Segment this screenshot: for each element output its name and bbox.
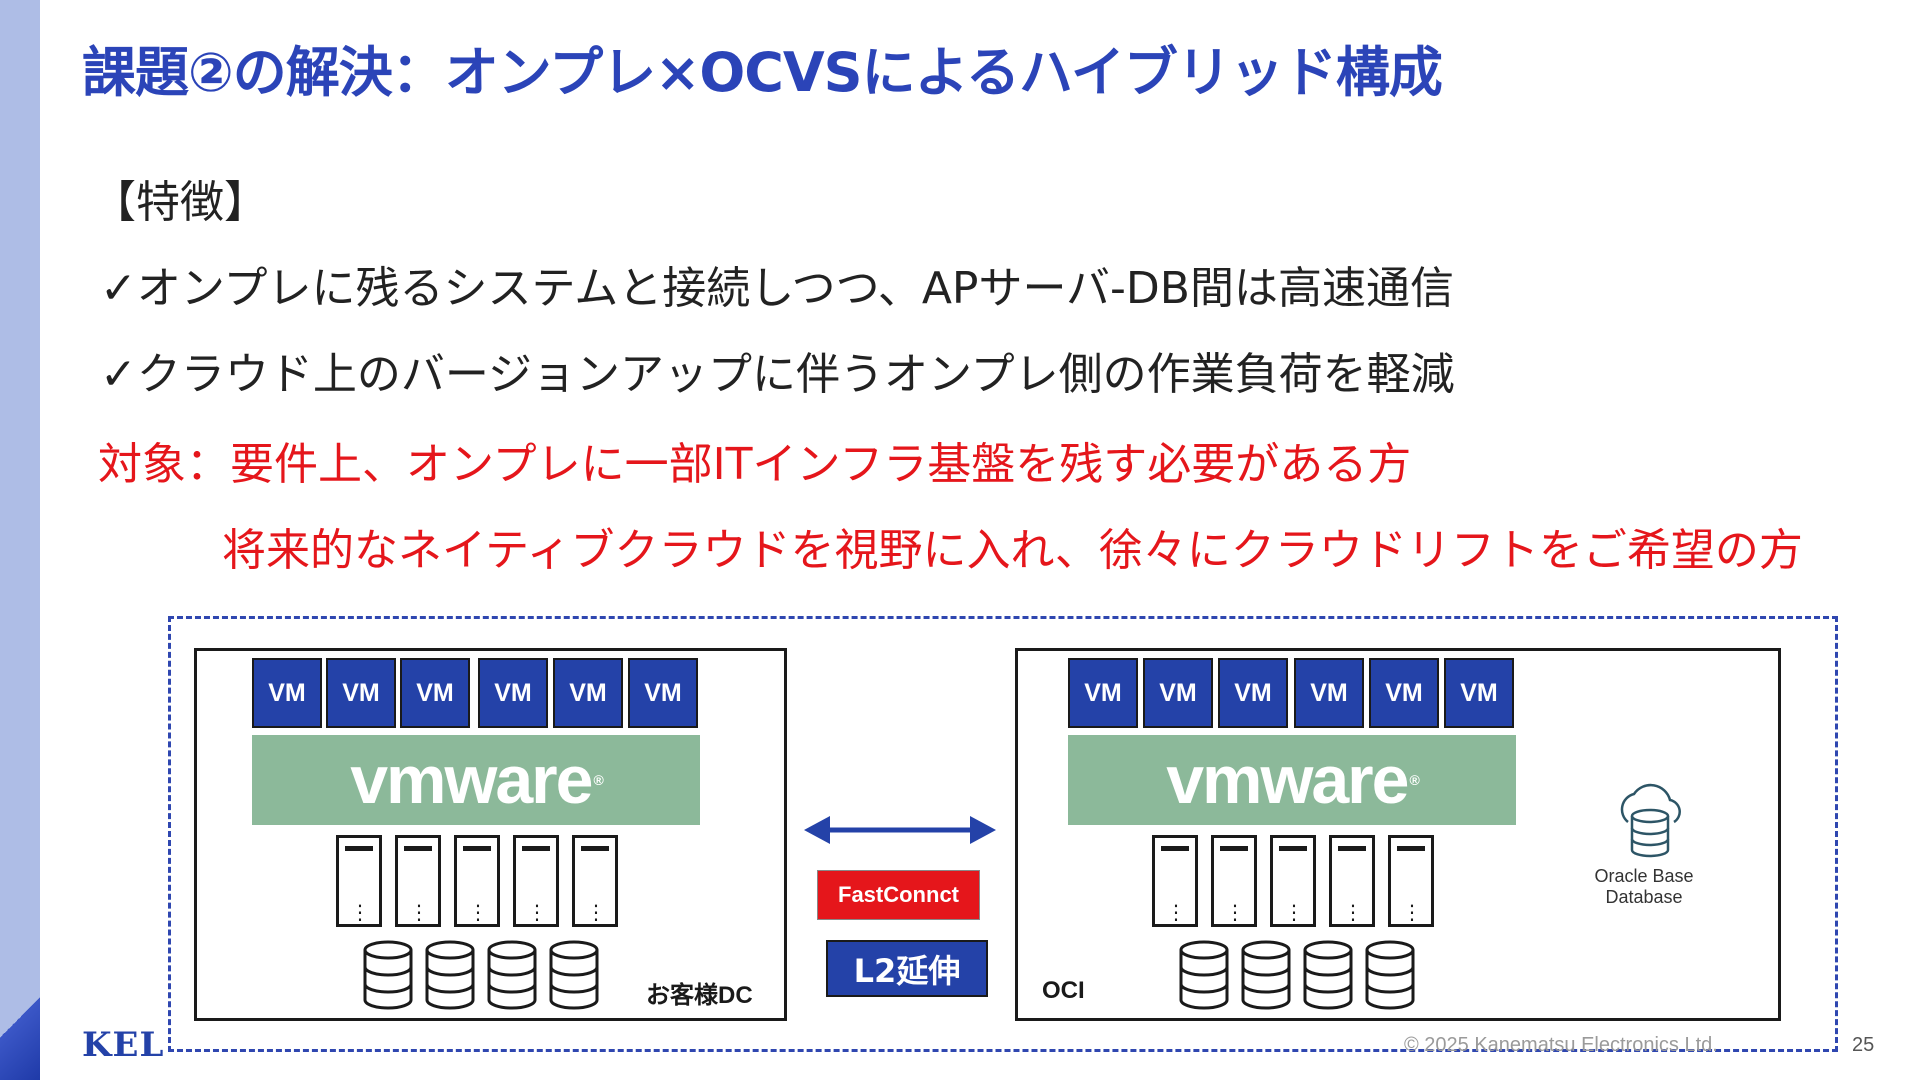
copyright-text: © 2025 Kanematsu Electronics Ltd. bbox=[1404, 1034, 1718, 1056]
left-accent-bar bbox=[0, 0, 40, 1080]
vmware-logo-text: vmware bbox=[1166, 742, 1409, 818]
kel-logo: KEL bbox=[82, 1025, 165, 1065]
storage-icon bbox=[549, 940, 599, 1010]
vm-box: VM bbox=[1218, 658, 1288, 728]
target-line-1: 対象：要件上、オンプレに一部ITインフラ基盤を残す必要がある方 bbox=[98, 439, 1412, 490]
vm-box: VM bbox=[252, 658, 322, 728]
server-icon bbox=[572, 835, 618, 927]
corner-accent bbox=[0, 970, 40, 1080]
trademark-mark: ® bbox=[1409, 772, 1419, 788]
server-icon bbox=[1388, 835, 1434, 927]
vm-box: VM bbox=[1068, 658, 1138, 728]
trademark-mark: ® bbox=[593, 772, 603, 788]
vm-box: VM bbox=[1294, 658, 1364, 728]
onprem-site-label: お客様DC bbox=[646, 982, 753, 1009]
vm-box: VM bbox=[478, 658, 548, 728]
server-icon bbox=[336, 835, 382, 927]
storage-icon bbox=[1179, 940, 1229, 1010]
server-icon bbox=[513, 835, 559, 927]
hybrid-diagram-frame bbox=[168, 616, 1838, 1052]
vm-box: VM bbox=[1369, 658, 1439, 728]
feature-bullet-1: ✓オンプレに残るシステムと接続しつつ、APサーバ-DB間は高速通信 bbox=[100, 263, 1454, 314]
vmware-logo: vmware® bbox=[1068, 735, 1516, 825]
fastconnect-badge: FastConnct bbox=[817, 870, 980, 920]
vmware-logo-text: vmware bbox=[350, 742, 593, 818]
storage-icon bbox=[1303, 940, 1353, 1010]
vm-box: VM bbox=[628, 658, 698, 728]
l2-extension-badge: L2延伸 bbox=[826, 940, 988, 997]
database-cloud-icon bbox=[1620, 783, 1681, 858]
vm-box: VM bbox=[326, 658, 396, 728]
server-icon bbox=[454, 835, 500, 927]
bidirectional-arrow-icon bbox=[804, 816, 996, 844]
feature-bullet-2: ✓クラウド上のバージョンアップに伴うオンプレ側の作業負荷を軽減 bbox=[100, 349, 1455, 400]
page-number: 25 bbox=[1852, 1034, 1875, 1056]
slide-title: 課題②の解決：オンプレ×OCVSによるハイブリッド構成 bbox=[82, 41, 1443, 104]
vm-box: VM bbox=[400, 658, 470, 728]
storage-icon bbox=[1241, 940, 1291, 1010]
vmware-logo: vmware® bbox=[252, 735, 700, 825]
vm-box: VM bbox=[1143, 658, 1213, 728]
storage-icon bbox=[425, 940, 475, 1010]
storage-icon bbox=[363, 940, 413, 1010]
server-icon bbox=[395, 835, 441, 927]
storage-icon bbox=[1365, 940, 1415, 1010]
server-icon bbox=[1211, 835, 1257, 927]
server-icon bbox=[1329, 835, 1375, 927]
vm-box: VM bbox=[553, 658, 623, 728]
target-line-2: 将来的なネイティブクラウドを視野に入れ、徐々にクラウドリフトをご希望の方 bbox=[222, 525, 1803, 576]
server-icon bbox=[1270, 835, 1316, 927]
features-heading: 【特徴】 bbox=[92, 177, 268, 228]
vm-box: VM bbox=[1444, 658, 1514, 728]
oci-site-label: OCI bbox=[1042, 977, 1085, 1004]
storage-icon bbox=[487, 940, 537, 1010]
oracle-base-database-label: Oracle Base Database bbox=[1594, 866, 1694, 907]
server-icon bbox=[1152, 835, 1198, 927]
